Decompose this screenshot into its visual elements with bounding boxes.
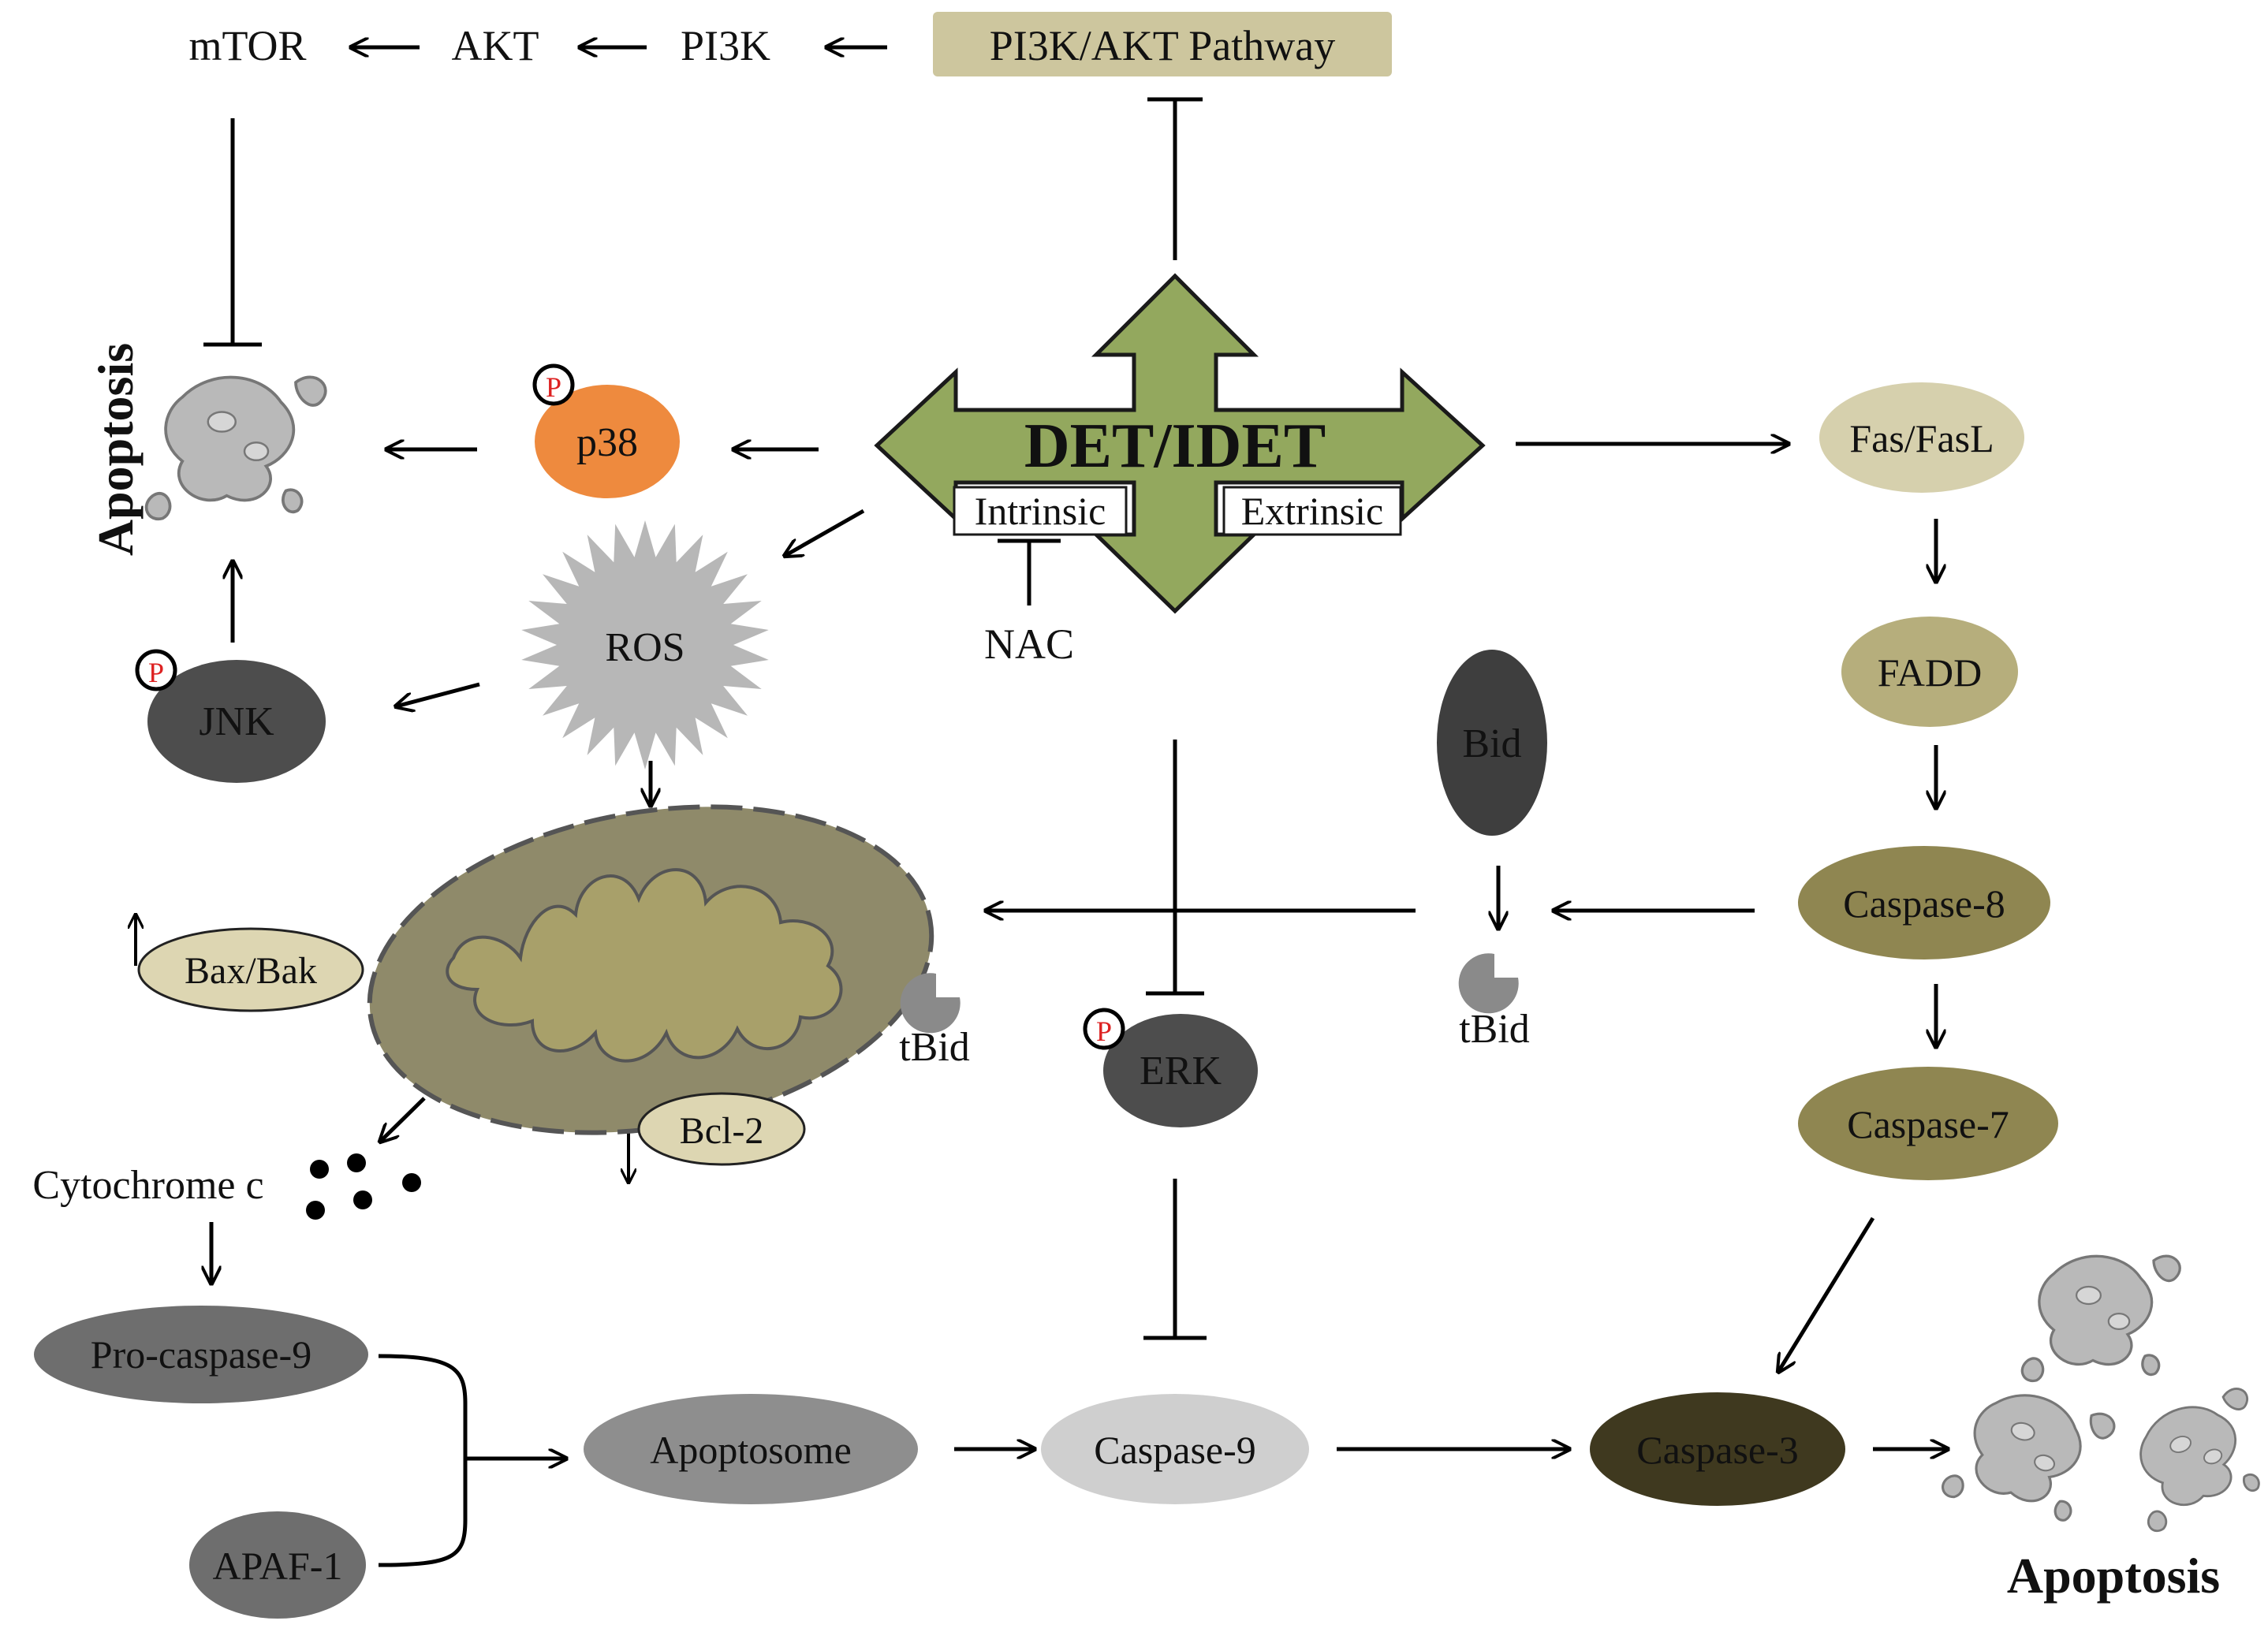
bid-ellipse [1437,650,1547,836]
casp8-node: Caspase-8 [1798,846,2050,959]
casp3-node: Caspase-3 [1590,1392,1845,1506]
bid-label: Bid [1462,721,1521,766]
erk-ellipse [1103,1014,1258,1127]
casp8-label: Caspase-8 [1843,881,2005,926]
p38-phospho-label: P [546,371,561,403]
jnk-phospho-badge [135,649,177,691]
casp3-label: Caspase-3 [1636,1428,1799,1472]
edge-center-to-ros [785,509,865,556]
intrinsic-label-box [953,486,1128,536]
baxbak-ellipse [137,927,364,1012]
casp9-node: Caspase-9 [1041,1394,1309,1504]
tbid-left-label: tBid [899,1025,970,1070]
erk-node: ERK P [1083,1008,1258,1127]
apoptotic-cells-right [1939,1254,2268,1535]
tbid-right-node: tBid [1458,953,1530,1052]
cytc-dot [353,1190,372,1209]
edge-bracket-to-apoptosome [378,1354,468,1567]
cytc-dot [310,1160,329,1179]
extrinsic-label: Extrinsic [1241,489,1384,533]
bcl2-label: Bcl-2 [680,1110,764,1152]
casp7-ellipse [1798,1067,2058,1180]
jnk-ellipse [147,660,326,783]
casp7-node: Caspase-7 [1798,1067,2058,1180]
pi3k-akt-pathway-box [933,12,1392,76]
fas-ellipse [1819,382,2024,493]
cytc-dot [402,1173,421,1192]
apaf1-node: APAF-1 [189,1511,366,1619]
mitochondrion-cristae [446,868,843,1063]
jnk-phospho-label: P [148,657,164,688]
apoptosome-label: Apoptosome [650,1428,852,1472]
center-label: DET/IDET [1024,412,1326,481]
p38-node: p38 P [532,363,680,498]
casp7-label: Caspase-7 [1847,1102,2009,1146]
apoptosis-left-label: Apoptosis [88,343,144,556]
ros-label: ROS [605,625,685,670]
fadd-node: FADD [1841,617,2018,727]
cytc-dot [347,1153,366,1172]
procasp9-ellipse [34,1306,368,1403]
apoptotic-cell-fragment [1939,1377,2118,1534]
procasp9-label: Pro-caspase-9 [91,1332,311,1377]
bcl2-node: Bcl-2 [637,1092,806,1166]
p38-ellipse [535,385,680,498]
apaf1-label: APAF-1 [213,1544,343,1588]
tbid-left-shape [900,973,961,1034]
casp8-ellipse [1798,846,2050,959]
erk-label: ERK [1140,1049,1222,1094]
pi3k-label: PI3K [681,22,770,69]
pathway-label: PI3K/AKT Pathway [990,22,1336,69]
apoptosis-right-label: Apoptosis [2007,1548,2220,1604]
fadd-label: FADD [1878,650,1982,695]
procasp9-node: Pro-caspase-9 [34,1306,368,1403]
bcl2-ellipse [637,1092,806,1166]
mitochondrion [367,804,934,1135]
bid-node: Bid [1437,650,1547,836]
extrinsic-label-box [1222,486,1402,536]
baxbak-label: Bax/Bak [185,950,317,992]
fadd-ellipse [1841,617,2018,727]
apoptotic-cell-fragment [2113,1384,2268,1535]
cytc-label: Cytochrome c [32,1163,263,1208]
det-idet-cross-arrow [874,273,1486,614]
apoptotic-cell-fragment [2020,1254,2181,1383]
ros-node: ROS [521,520,769,769]
fas-node: Fas/FasL [1819,382,2024,493]
apaf1-ellipse [189,1511,366,1619]
apoptosome-ellipse [584,1394,918,1504]
cytc-dot [306,1201,325,1220]
jnk-node: JNK P [135,649,326,783]
casp9-label: Caspase-9 [1094,1428,1256,1472]
p38-phospho-badge [532,363,575,406]
intrinsic-label: Intrinsic [975,489,1106,533]
apoptotic-cell-left [144,375,327,521]
apoptosome-node: Apoptosome [584,1394,918,1504]
p38-label: p38 [576,420,638,465]
erk-phospho-badge [1083,1008,1125,1050]
edge-ros-to-jnk [396,682,480,706]
baxbak-node: Bax/Bak [137,927,364,1012]
tbid-left-node: tBid [899,973,970,1070]
cytc-dots [306,1153,421,1220]
tbid-right-label: tBid [1459,1007,1530,1052]
casp3-ellipse [1590,1392,1845,1506]
edge-mito-to-cytc [380,1097,426,1142]
jnk-label: JNK [199,699,274,744]
erk-phospho-label: P [1096,1015,1112,1047]
fas-label: Fas/FasL [1849,416,1994,460]
nac-label: NAC [984,620,1074,668]
tbid-right-shape [1458,953,1519,1014]
pathway-edges [136,47,1948,1567]
akt-label: AKT [452,22,539,69]
casp9-ellipse [1041,1394,1309,1504]
ros-starburst [521,520,769,769]
mtor-label: mTOR [188,22,306,69]
edge-casp7-to-casp3 [1778,1217,1875,1372]
